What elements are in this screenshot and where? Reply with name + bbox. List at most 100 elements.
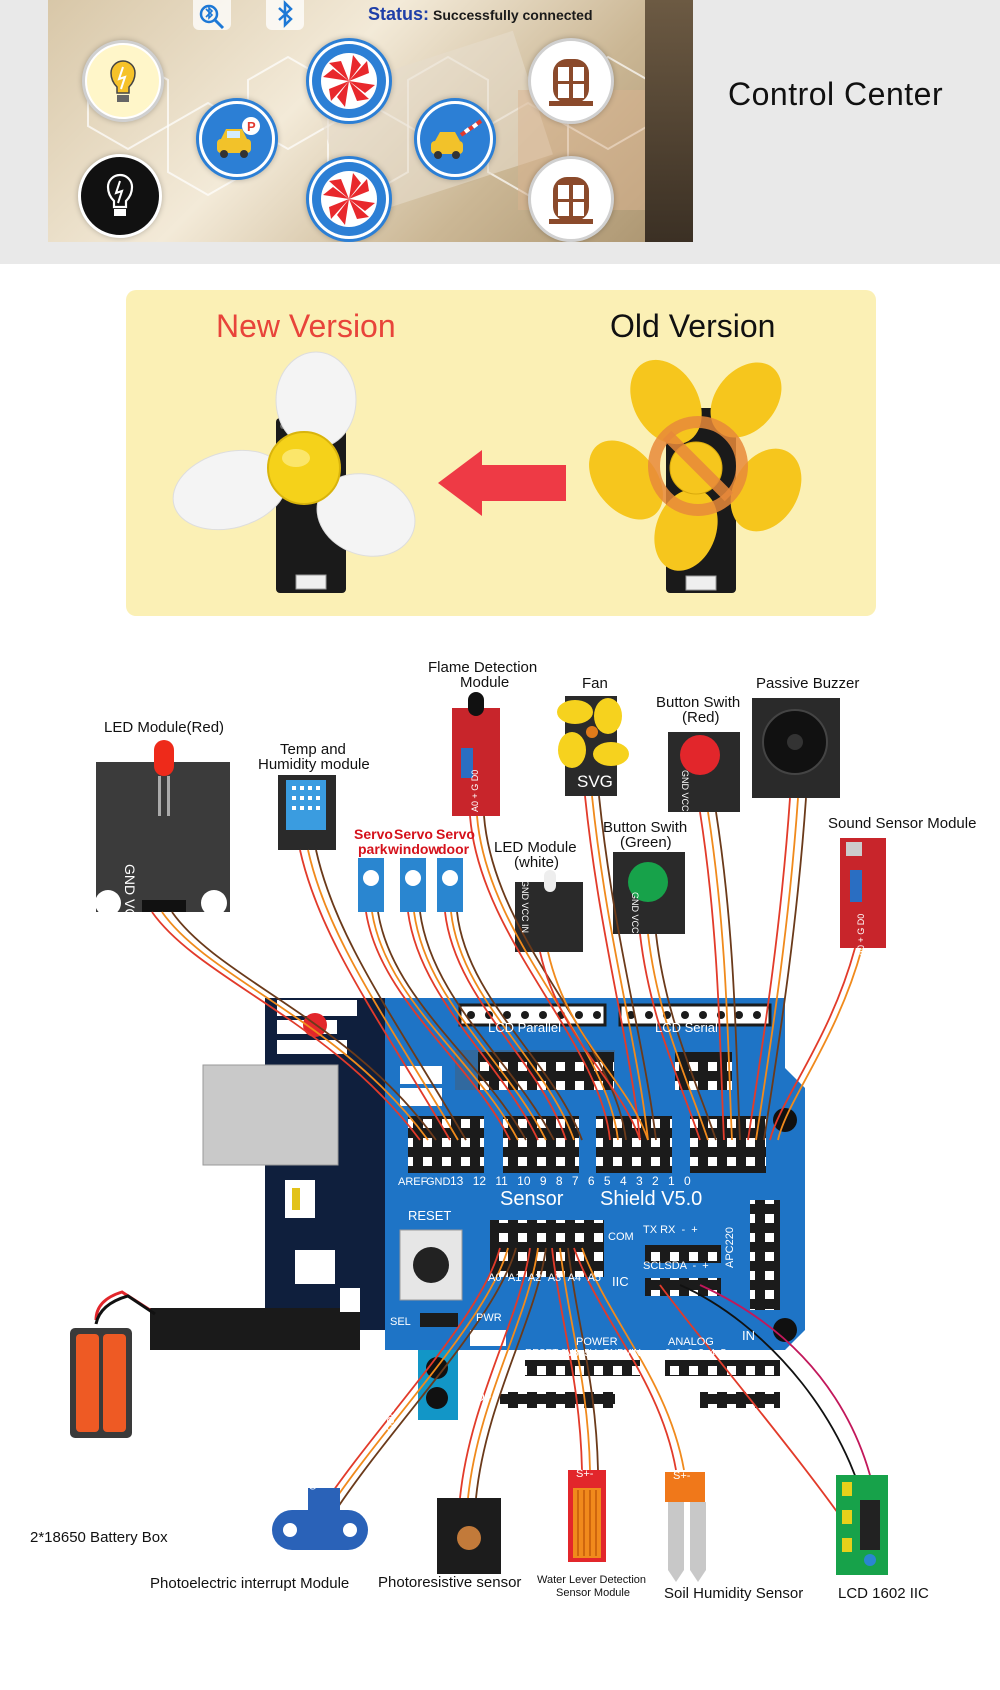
photoresistor-label: Photoresistive sensor [378,1574,522,1591]
power-label: POWER [576,1336,618,1348]
gnd-label: GND [426,1176,451,1188]
digital-pin-13: 13 [450,1174,473,1188]
analog-pin-a5: A5 [587,1272,601,1284]
flame-label-2: Module [460,674,510,691]
lightbulb-off-icon [106,173,134,216]
servo-window-label-1: Servo [394,826,433,842]
servo-door-label-2: door [438,841,470,857]
temp-label-2: Humidity module [258,756,370,773]
servo-door [437,858,463,912]
servo-door-label-1: Servo [436,826,475,842]
prohibited-icon [648,416,748,516]
fan-label: Fan [582,675,608,692]
window-icon [549,177,593,224]
urf-label: UrF [619,1390,639,1404]
scl-sda-label: SCLSDA - + [643,1260,709,1272]
iic-label: IIC [612,1274,629,1289]
servo-window-label-2: window [388,841,440,857]
gate-button[interactable] [414,98,496,180]
water-label-1: Water Lever Detection [537,1574,647,1586]
bluetooth-search-icon[interactable] [193,0,231,30]
button-green-module [613,852,685,934]
pwr-label: PWR [476,1312,502,1324]
sound-sensor-module [840,838,886,948]
buzzer-label: Passive Buzzer [756,675,860,692]
digital-pin-5: 5 [603,1174,620,1188]
led-white-label-2: (white) [514,854,560,871]
car-gate-icon [420,104,490,174]
soil-humidity-module [665,1472,706,1582]
led-white-module [515,870,583,952]
button-green-label-2: (Green) [620,834,672,851]
app-banner: Status:Successfully connected [0,0,1000,264]
servo-park-label-1: Servo [354,826,393,842]
led-white-label-1: LED Module [494,839,577,856]
window-button-top[interactable] [528,38,614,124]
temp-humidity-module [278,775,336,850]
soil-label: Soil Humidity Sensor [664,1585,804,1602]
reset-label: RESET [408,1208,452,1223]
analog-pin-a1: A1 [507,1272,528,1284]
digital-pin-8: 8 [555,1174,572,1188]
sd-label: SD+ [468,1390,492,1404]
fan-button-bottom[interactable] [306,156,392,242]
water-pins: S+- [576,1468,594,1480]
button-red-label-2: (Red) [682,709,720,726]
digital-pin-4: 4 [619,1174,636,1188]
digital-pin-1: 1 [667,1174,684,1188]
gnd-v-label: GND [384,1378,395,1401]
window-button-bottom[interactable] [528,156,614,242]
led-red-module [95,740,230,916]
led-red-pins: GND VCC IN [122,864,138,947]
led-white-pins: GND VCC IN [520,880,530,934]
fan-button-top[interactable] [306,38,392,124]
lcd-label: LCD 1602 IIC [838,1585,929,1602]
digital-pin-7: 7 [571,1174,588,1188]
txrx-label: TX RX - + [643,1224,698,1236]
led-red-label: LED Module(Red) [104,719,225,736]
analog-pin-numbers: A0 A1 A2 A3 A4 A5 [488,1272,608,1284]
lcd-1602-module [836,1475,888,1575]
servo-window [400,858,426,912]
analog-pin-a3: A3 [547,1272,568,1284]
analog-pin-a0: A0 [488,1272,508,1284]
bluetooth-icon[interactable] [266,0,304,30]
light-on-button[interactable] [82,40,164,122]
digital-pin-10: 10 [517,1174,540,1188]
shield-label: Shield V5.0 [600,1188,703,1210]
app-screenshot: Status:Successfully connected [48,0,693,242]
apc220-label: APC220 [724,1227,736,1268]
lcd-serial-label: LCD Serial [655,1020,718,1035]
car-parking-icon: P [202,104,272,174]
old-fan-module [589,359,802,593]
battery-label: 2*18650 Battery Box [30,1529,168,1546]
digital-pin-6: 6 [587,1174,604,1188]
analog-pin-a2: A2 [527,1272,548,1284]
fan-icon [312,44,386,118]
servo-park-label-2: park [358,841,388,857]
digital-pin-0: 0 [684,1174,691,1188]
sound-label: Sound Sensor Module [828,815,977,832]
button-red-module [668,732,740,812]
background-edge [645,0,693,242]
connection-status: Status:Successfully connected [368,4,593,25]
vcc-v-label: VCC [384,1410,395,1432]
digital-pin-numbers: 13 12 11 10 9 8 7 6 5 4 3 2 1 0 [450,1174,770,1188]
digital-pin-11: 11 [495,1174,518,1188]
window-icon [549,59,593,106]
flame-detection-module [452,692,500,816]
new-version-label: New Version [216,308,396,344]
lcd-parallel-label: LCD Parallel [488,1020,561,1035]
passive-buzzer-module [752,698,840,798]
digital-pin-3: 3 [635,1174,652,1188]
usb-port [202,1064,339,1166]
light-off-button[interactable] [78,154,162,238]
sel-label: SEL [390,1316,411,1328]
analog-number-labels: 0 1 2 3 4 5 [665,1348,727,1359]
wiring-diagram [70,692,888,1582]
button-green-pins: GND VCC OUT [630,892,640,955]
fan-icon [312,162,386,236]
svg-text:P: P [247,119,256,134]
parking-button[interactable]: P [196,98,278,180]
control-center-title: Control Center [728,76,944,112]
